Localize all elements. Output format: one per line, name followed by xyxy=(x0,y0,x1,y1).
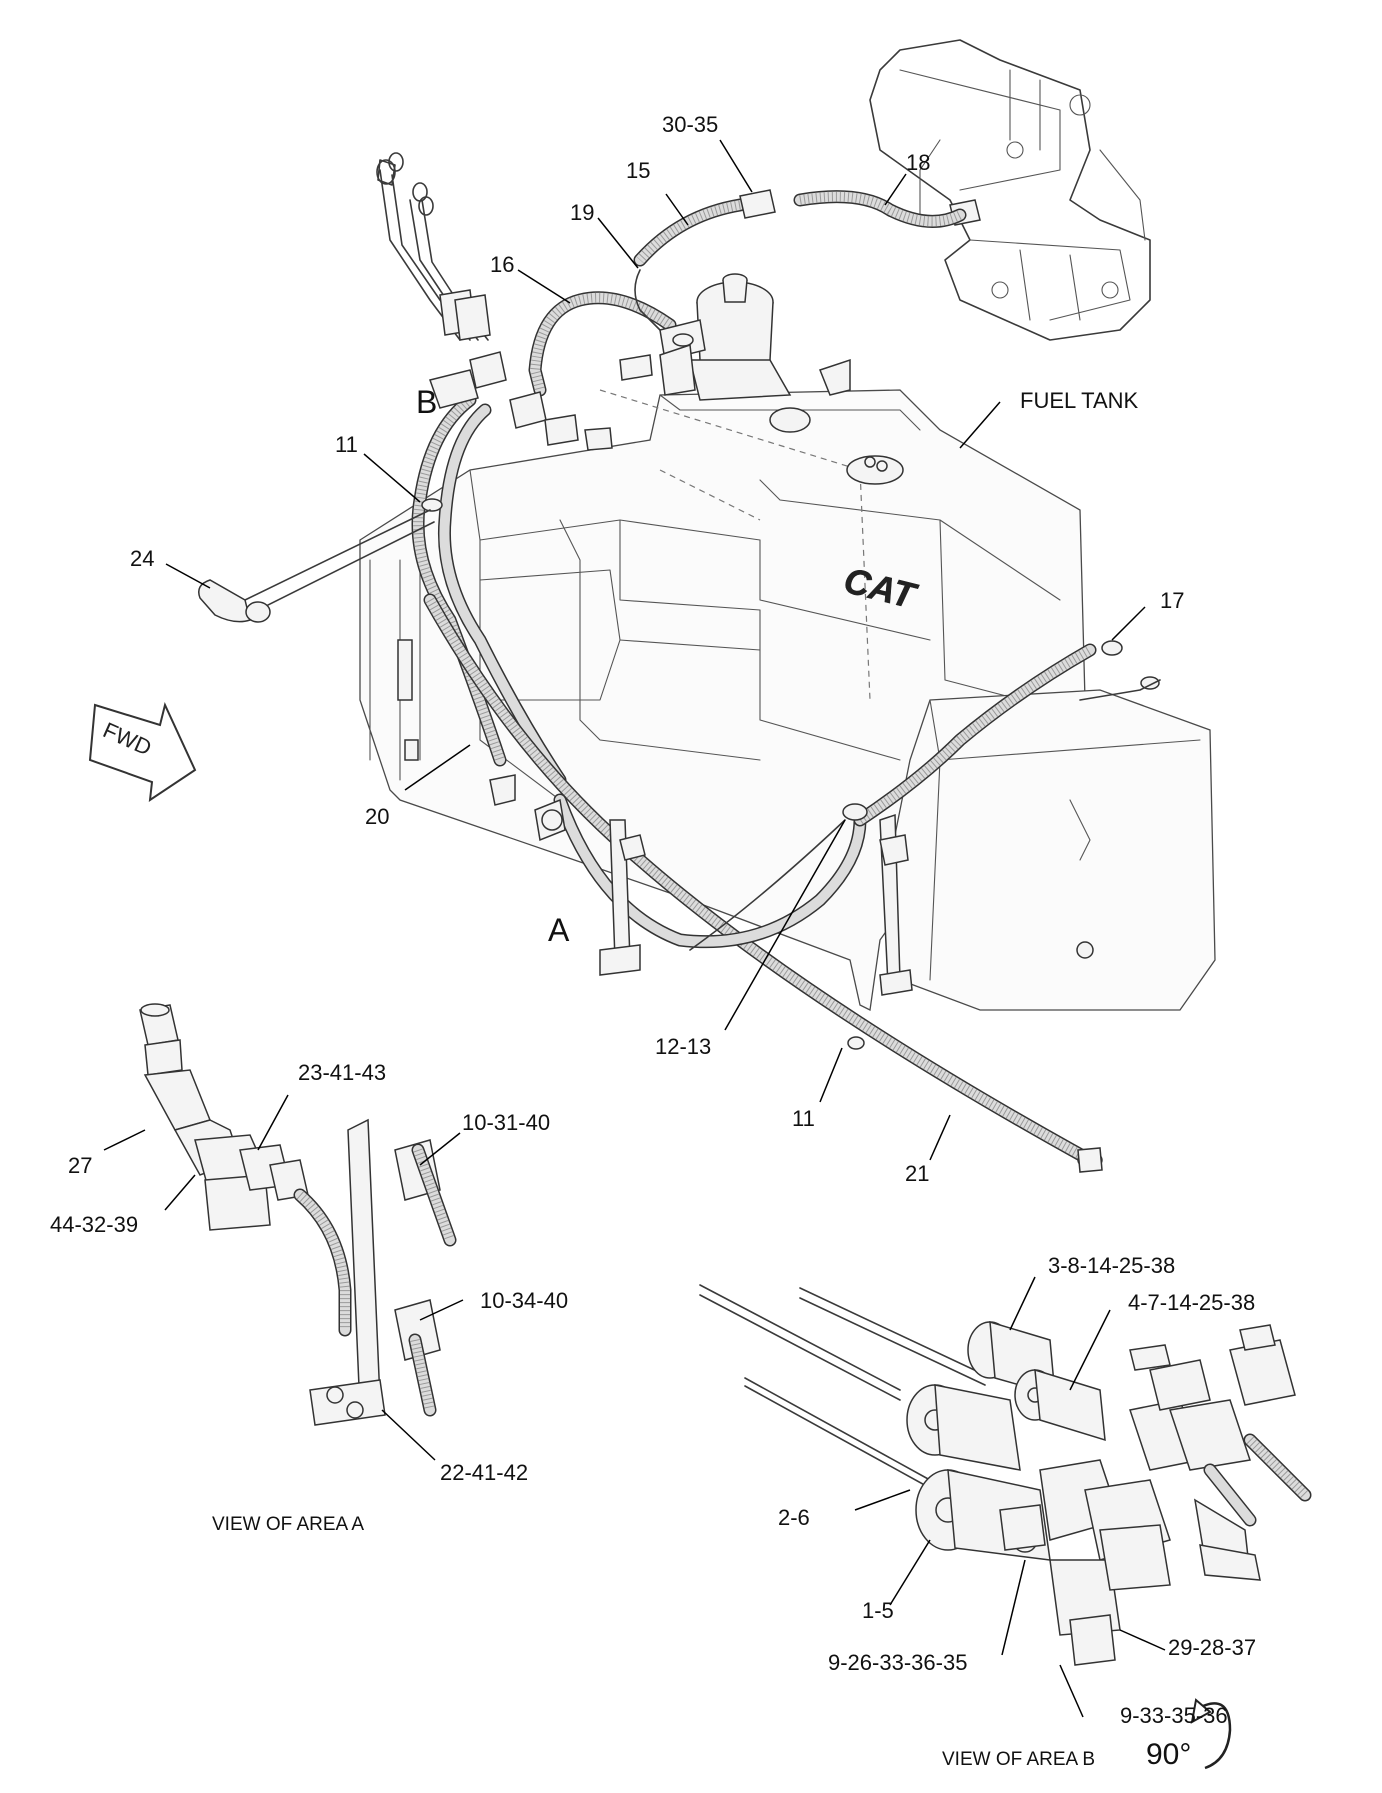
callout-21: 21 xyxy=(905,1161,930,1186)
callout-44-32-39: 44-32-39 xyxy=(50,1212,139,1237)
pilot-control-rods xyxy=(376,152,491,341)
rotation-arrow-icon xyxy=(1190,1698,1232,1770)
control-valve-assembly xyxy=(869,39,1151,341)
callout-30-35: 30-35 xyxy=(662,112,719,137)
callout-9-33-35-36: 9-33-35-36 xyxy=(1120,1703,1228,1728)
callout-19: 19 xyxy=(570,200,595,225)
callout-23-41-43: 23-41-43 xyxy=(298,1060,387,1085)
callout-29-28-37: 29-28-37 xyxy=(1168,1635,1257,1660)
view-area-a xyxy=(139,1003,457,1426)
caption-view-area-b: VIEW OF AREA B xyxy=(942,1749,1096,1770)
callout-16: 16 xyxy=(490,252,515,277)
callout-12-13: 12-13 xyxy=(655,1034,712,1059)
callout-10-31-40: 10-31-40 xyxy=(462,1110,551,1135)
callout-area-a: A xyxy=(548,912,570,948)
hoses xyxy=(411,189,1097,1167)
leader-lines xyxy=(103,139,1166,1718)
callout-17: 17 xyxy=(1160,588,1185,613)
callout-22-41-42: 22-41-42 xyxy=(440,1460,529,1485)
callout-18: 18 xyxy=(906,150,931,175)
caption-view-area-a: VIEW OF AREA A xyxy=(212,1514,365,1535)
fittings xyxy=(421,319,1161,1173)
callout-11-bottom: 11 xyxy=(792,1106,815,1131)
callout-9-26-33-36-35: 9-26-33-36-35 xyxy=(828,1650,968,1675)
rotation-label: 90° xyxy=(1146,1738,1192,1771)
callout-11-top: 11 xyxy=(335,432,358,457)
callout-3-8-14-25-38: 3-8-14-25-38 xyxy=(1048,1253,1176,1278)
callout-10-34-40: 10-34-40 xyxy=(480,1288,569,1313)
callout-15: 15 xyxy=(626,158,651,183)
callout-27: 27 xyxy=(68,1153,93,1178)
fwd-arrow: FWD xyxy=(88,702,197,803)
callout-fuel-tank: FUEL TANK xyxy=(1020,388,1139,413)
callout-4-7-14-25-38: 4-7-14-25-38 xyxy=(1128,1290,1256,1315)
callout-24: 24 xyxy=(130,546,155,571)
view-area-b xyxy=(699,1284,1312,1666)
callout-20: 20 xyxy=(365,804,390,829)
callout-1-5: 1-5 xyxy=(862,1598,894,1623)
callout-2-6: 2-6 xyxy=(778,1505,810,1530)
part-24-rod xyxy=(198,509,435,623)
callout-area-b: B xyxy=(416,384,438,420)
